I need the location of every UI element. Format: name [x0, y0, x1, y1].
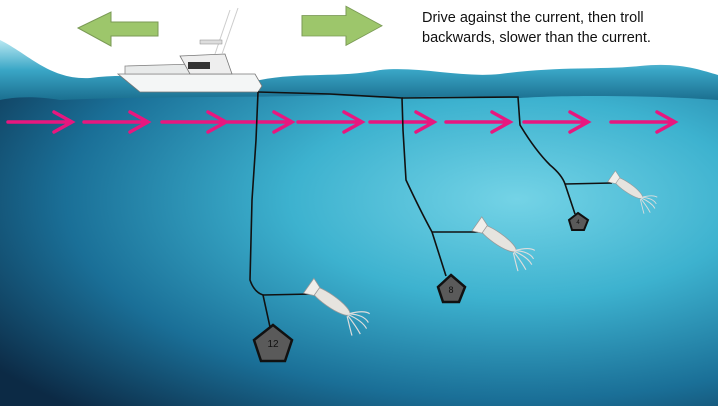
arrow-left-icon: [76, 11, 159, 47]
weight-12: 12: [252, 323, 294, 363]
weight-4: 4: [567, 211, 590, 231]
current-arrows: [6, 110, 679, 134]
current-arrow-icon: [226, 110, 296, 134]
current-arrow-icon: [160, 110, 230, 134]
boat-icon: [116, 7, 263, 93]
leader-shallow: [564, 182, 613, 185]
squid-lure-icon: [302, 277, 371, 336]
squid-lure-icon: [471, 216, 536, 272]
current-arrow-icon: [82, 110, 152, 134]
caption-line-1: Drive against the current, then troll: [422, 10, 644, 26]
weight-label: 12: [267, 339, 279, 350]
current-arrow-icon: [6, 110, 76, 134]
water-body: [0, 88, 718, 406]
current-arrow-icon: [368, 110, 438, 134]
current-arrow-icon: [609, 110, 679, 134]
current-arrow-icon: [522, 110, 592, 134]
current-arrow-icon: [444, 110, 514, 134]
caption-line-2: backwards, slower than the current.: [422, 30, 651, 46]
weight-8: 8: [436, 273, 467, 304]
line-deep: [249, 91, 271, 328]
current-arrow-icon: [296, 110, 366, 134]
weight-label: 8: [448, 285, 453, 295]
line-shallow: [401, 96, 576, 215]
instruction-caption: Drive against the current, then troll ba…: [422, 8, 651, 48]
leader-deep: [262, 293, 313, 296]
wave-surface: [0, 40, 718, 100]
arrow-right-icon: [301, 5, 383, 47]
line-mid: [257, 91, 447, 277]
fishing-lines: [249, 91, 613, 328]
weight-label: 4: [576, 220, 580, 226]
squid-lure-icon: [607, 170, 658, 214]
